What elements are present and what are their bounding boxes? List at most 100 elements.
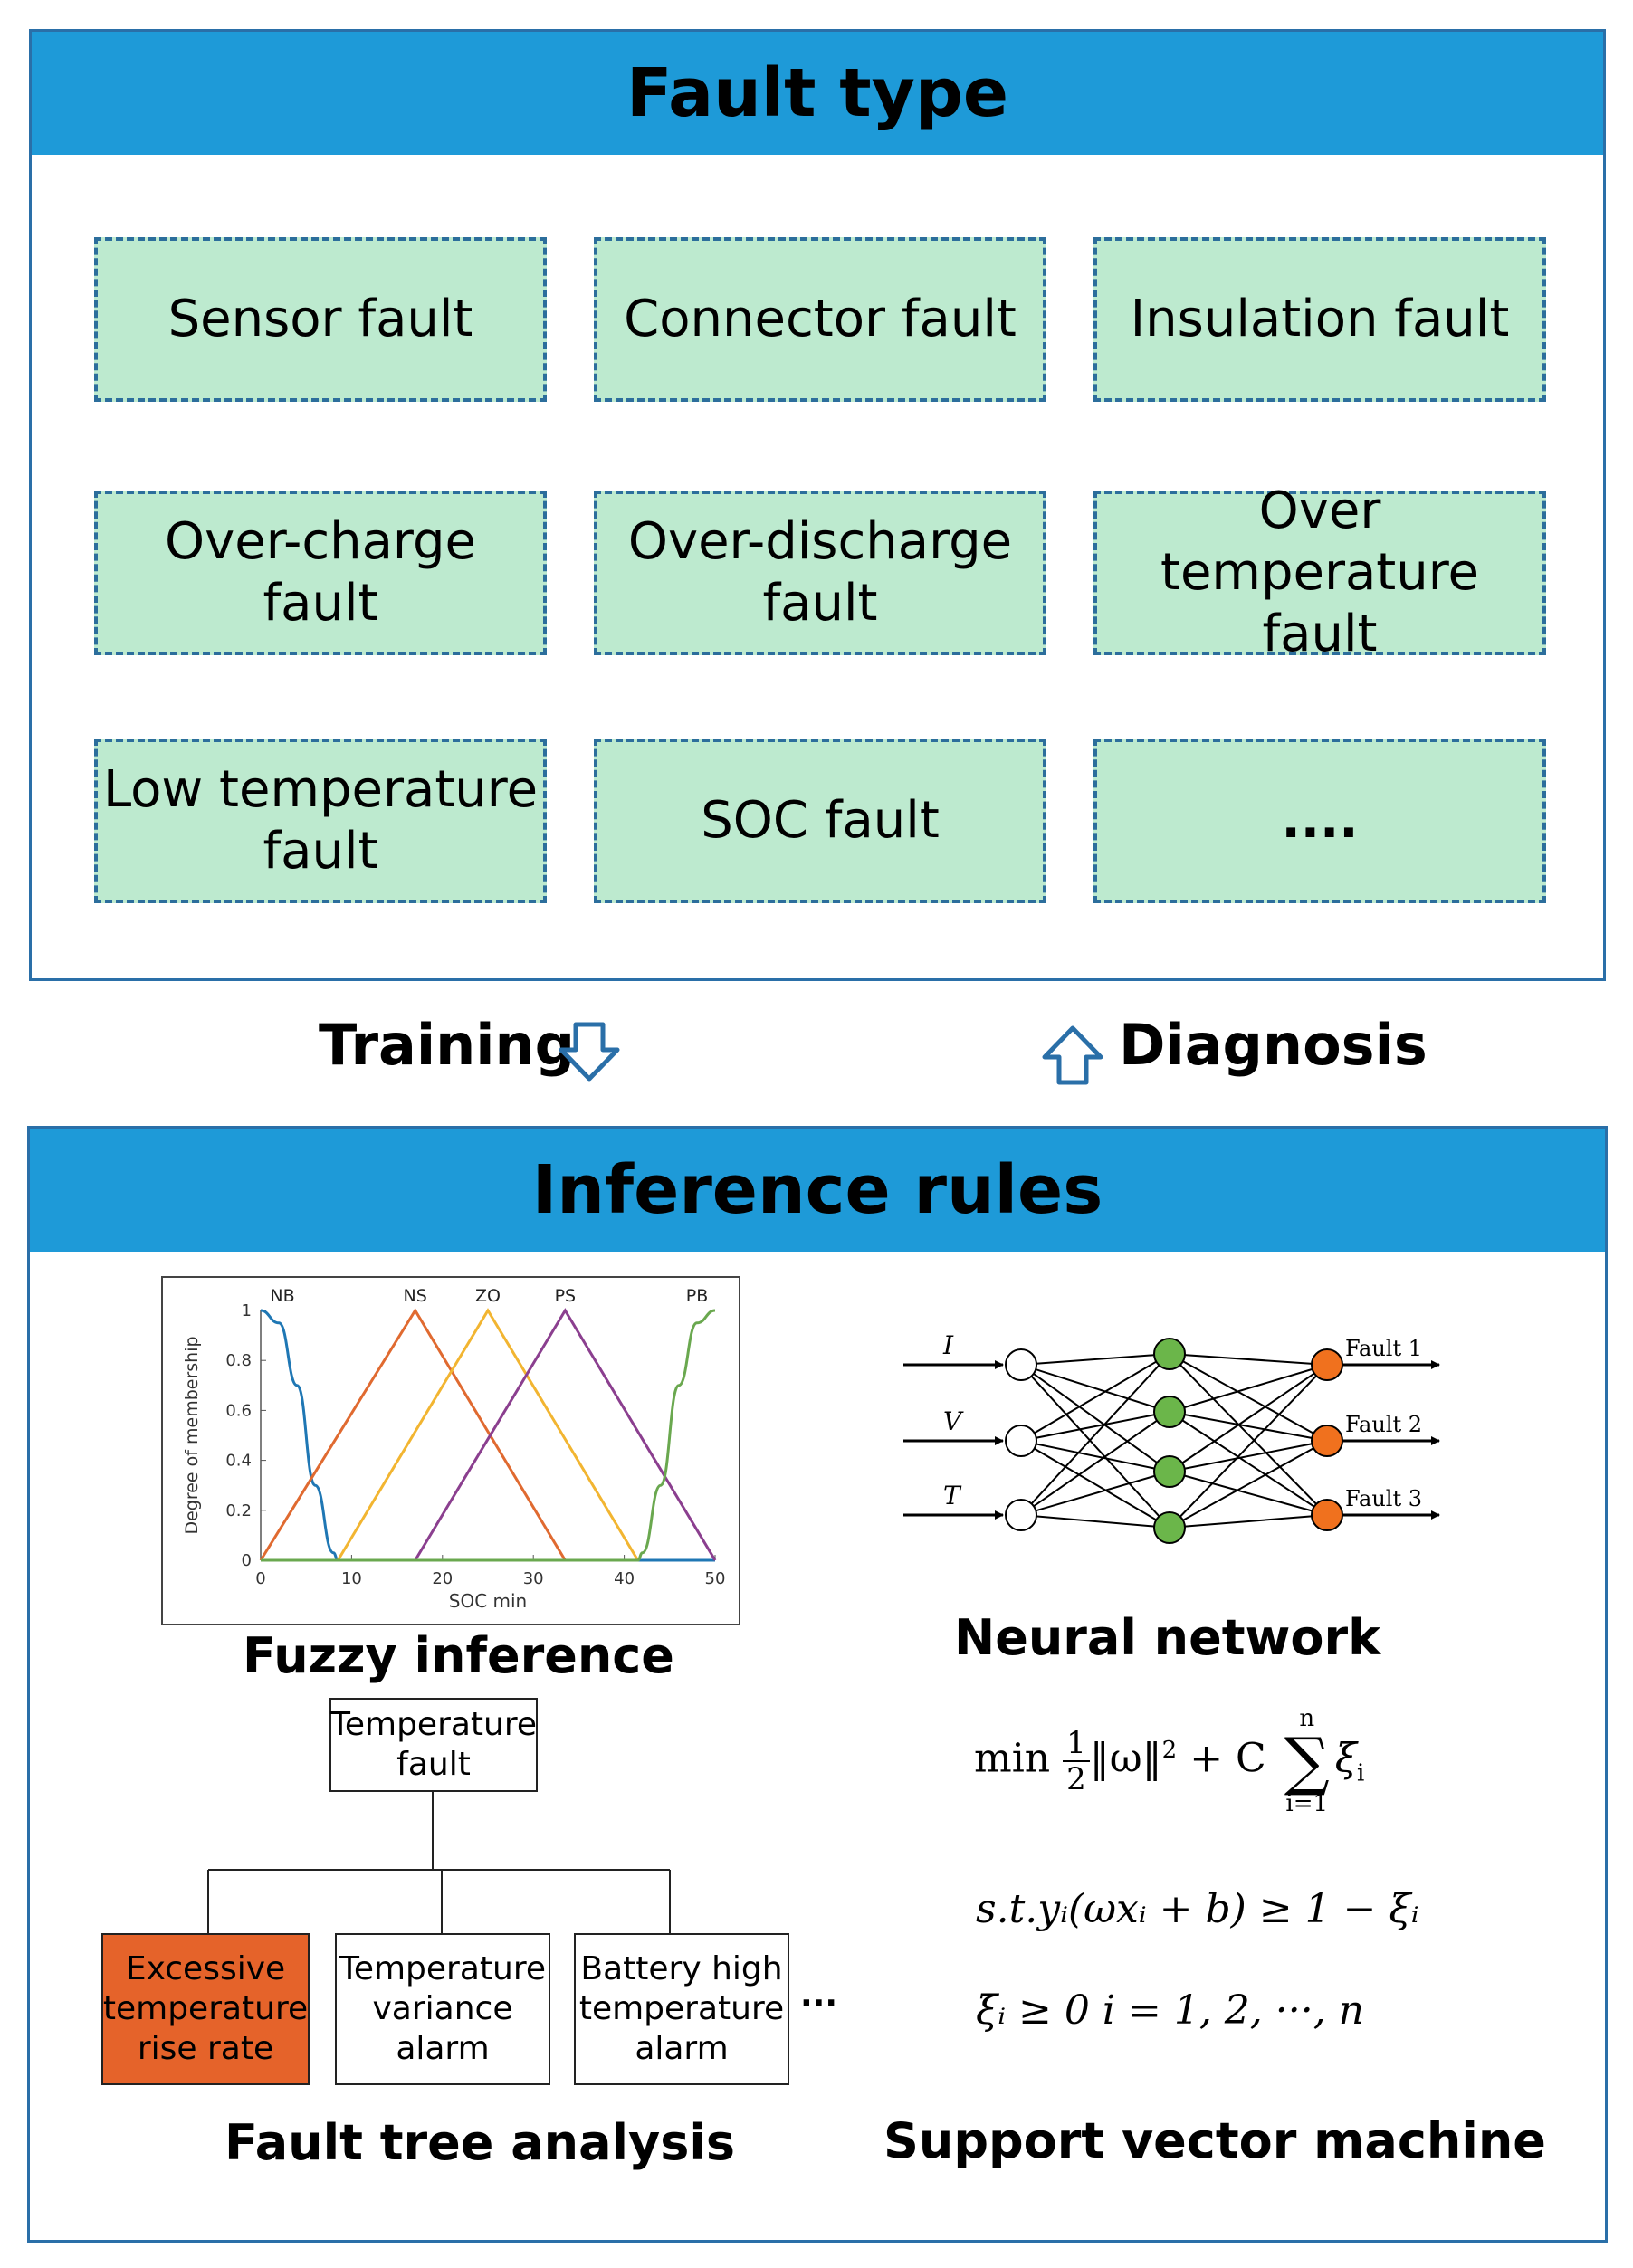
x-tick-label: 40 [614,1569,635,1588]
nn-edge [1169,1364,1328,1472]
nn-edge [1169,1471,1328,1516]
membership-label-zo: ZO [475,1286,501,1306]
eq-frac-num: 1 [1063,1726,1090,1762]
nn-edge [1020,1411,1170,1442]
nn-edge [1020,1353,1170,1442]
y-axis-label: Degree of membership [182,1336,202,1534]
y-tick-label: 1 [242,1301,252,1320]
diagnosis-label: Diagnosis [1119,1012,1428,1078]
nn-edge [1020,1411,1170,1516]
inference-rules-header: Inference rules [30,1129,1605,1252]
x-tick-label: 20 [432,1569,453,1588]
membership-line-pb [261,1309,716,1562]
y-tick-label: 0 [242,1551,252,1570]
nn-edge [1020,1364,1170,1472]
nn-input-label: T [943,1481,962,1510]
nn-edge [1169,1411,1328,1516]
membership-line-zo [337,1308,639,1561]
nn-edge [1020,1353,1170,1366]
nn-output-label: Fault 2 [1345,1412,1422,1437]
fault-box-sensor: Sensor fault [94,237,547,402]
fault-type-header: Fault type [32,32,1603,155]
nn-edge [1020,1440,1170,1472]
nn-edge [1169,1364,1328,1413]
eq-sum-symbol: ∑ [1284,1724,1330,1798]
eq-plus-c: + C [1177,1735,1266,1782]
membership-label-pb: PB [686,1286,709,1306]
nn-edge [1020,1471,1170,1516]
down-arrow-icon [559,1022,620,1082]
nn-edge [1020,1364,1170,1529]
nn-input-node [1005,1348,1037,1381]
eq-frac-den: 2 [1066,1761,1086,1797]
nn-input-node [1005,1425,1037,1457]
fault-tree-ellipsis: ... [800,1977,838,2014]
fuzzy-inference-caption: Fuzzy inference [243,1627,674,1684]
x-axis-label: SOC min [449,1590,527,1612]
nn-edge [1020,1364,1170,1413]
x-tick-label: 30 [523,1569,544,1588]
fault-box-over-temperature: Over temperature fault [1093,481,1546,663]
training-label: Training [319,1012,576,1078]
fault-box-over-discharge: Over-discharge fault [594,491,1046,655]
fault-type-title: Fault type [626,54,1009,132]
nn-output-node [1311,1348,1343,1381]
nn-edge [1169,1364,1328,1529]
nn-hidden-node [1153,1396,1186,1428]
nn-edge [1169,1353,1328,1442]
eq-sum-top: n [1299,1705,1315,1732]
nn-edge [1020,1440,1170,1529]
svm-constraint: s.t.yᵢ(ωxᵢ + b) ≥ 1 − ξᵢ [976,1886,1419,1932]
chart-frame [161,1276,740,1625]
nn-edge [1169,1440,1328,1529]
eq-min: min [974,1735,1051,1782]
nn-output-label: Fault 1 [1345,1336,1422,1361]
fault-box-connector: Connector fault [594,237,1046,402]
nn-hidden-node [1153,1511,1186,1544]
nn-edge [1169,1514,1328,1529]
neural-network-caption: Neural network [954,1609,1381,1666]
y-tick-label: 0.4 [225,1452,252,1471]
nn-output-label: Fault 3 [1345,1486,1422,1511]
fault-box-over-charge: Over-charge fault [94,491,547,655]
membership-label-ps: PS [555,1286,577,1306]
eq-sum-bottom: i=1 [1285,1790,1329,1817]
fault-box-more: .... [1093,739,1546,903]
nn-input-label: I [942,1330,954,1360]
y-tick-label: 0.6 [225,1401,252,1420]
nn-edge [1020,1514,1170,1529]
fault-box-insulation: Insulation fault [1093,237,1546,402]
membership-label-ns: NS [404,1286,427,1306]
nn-edge [1169,1440,1328,1472]
fault-tree-node-rise-rate: Excessive temperature rise rate [101,1933,310,2085]
eq-sum: n∑i=1 [1284,1705,1330,1817]
fault-tree-node-variance: Temperature variance alarm [335,1933,550,2085]
x-tick-label: 0 [255,1569,265,1588]
fault-tree-root: Temperature fault [329,1698,538,1792]
membership-label-nb: NB [270,1286,294,1306]
y-tick-label: 0.8 [225,1351,252,1370]
nn-hidden-node [1153,1338,1186,1370]
svm-caption: Support vector machine [883,2112,1546,2169]
nn-output-node [1311,1499,1343,1531]
eq-square: 2 [1161,1736,1178,1764]
inference-rules-title: Inference rules [531,1151,1103,1229]
eq-xi: ξ [1334,1735,1357,1782]
membership-line-ns [259,1308,567,1561]
fault-tree-caption: Fault tree analysis [224,2114,736,2171]
nn-edge [1169,1353,1328,1516]
up-arrow-icon [1042,1025,1103,1085]
nn-edge [1020,1353,1170,1516]
svm-nonnegativity: ξᵢ ≥ 0 i = 1, 2, ···, n [976,1987,1365,2034]
nn-edge [1169,1353,1328,1366]
nn-input-label: V [943,1406,964,1436]
nn-edge [1169,1411,1328,1442]
fault-box-low-temperature: Low temperature fault [94,739,547,903]
nn-output-node [1311,1425,1343,1457]
nn-hidden-node [1153,1455,1186,1488]
fault-box-soc: SOC fault [594,739,1046,903]
